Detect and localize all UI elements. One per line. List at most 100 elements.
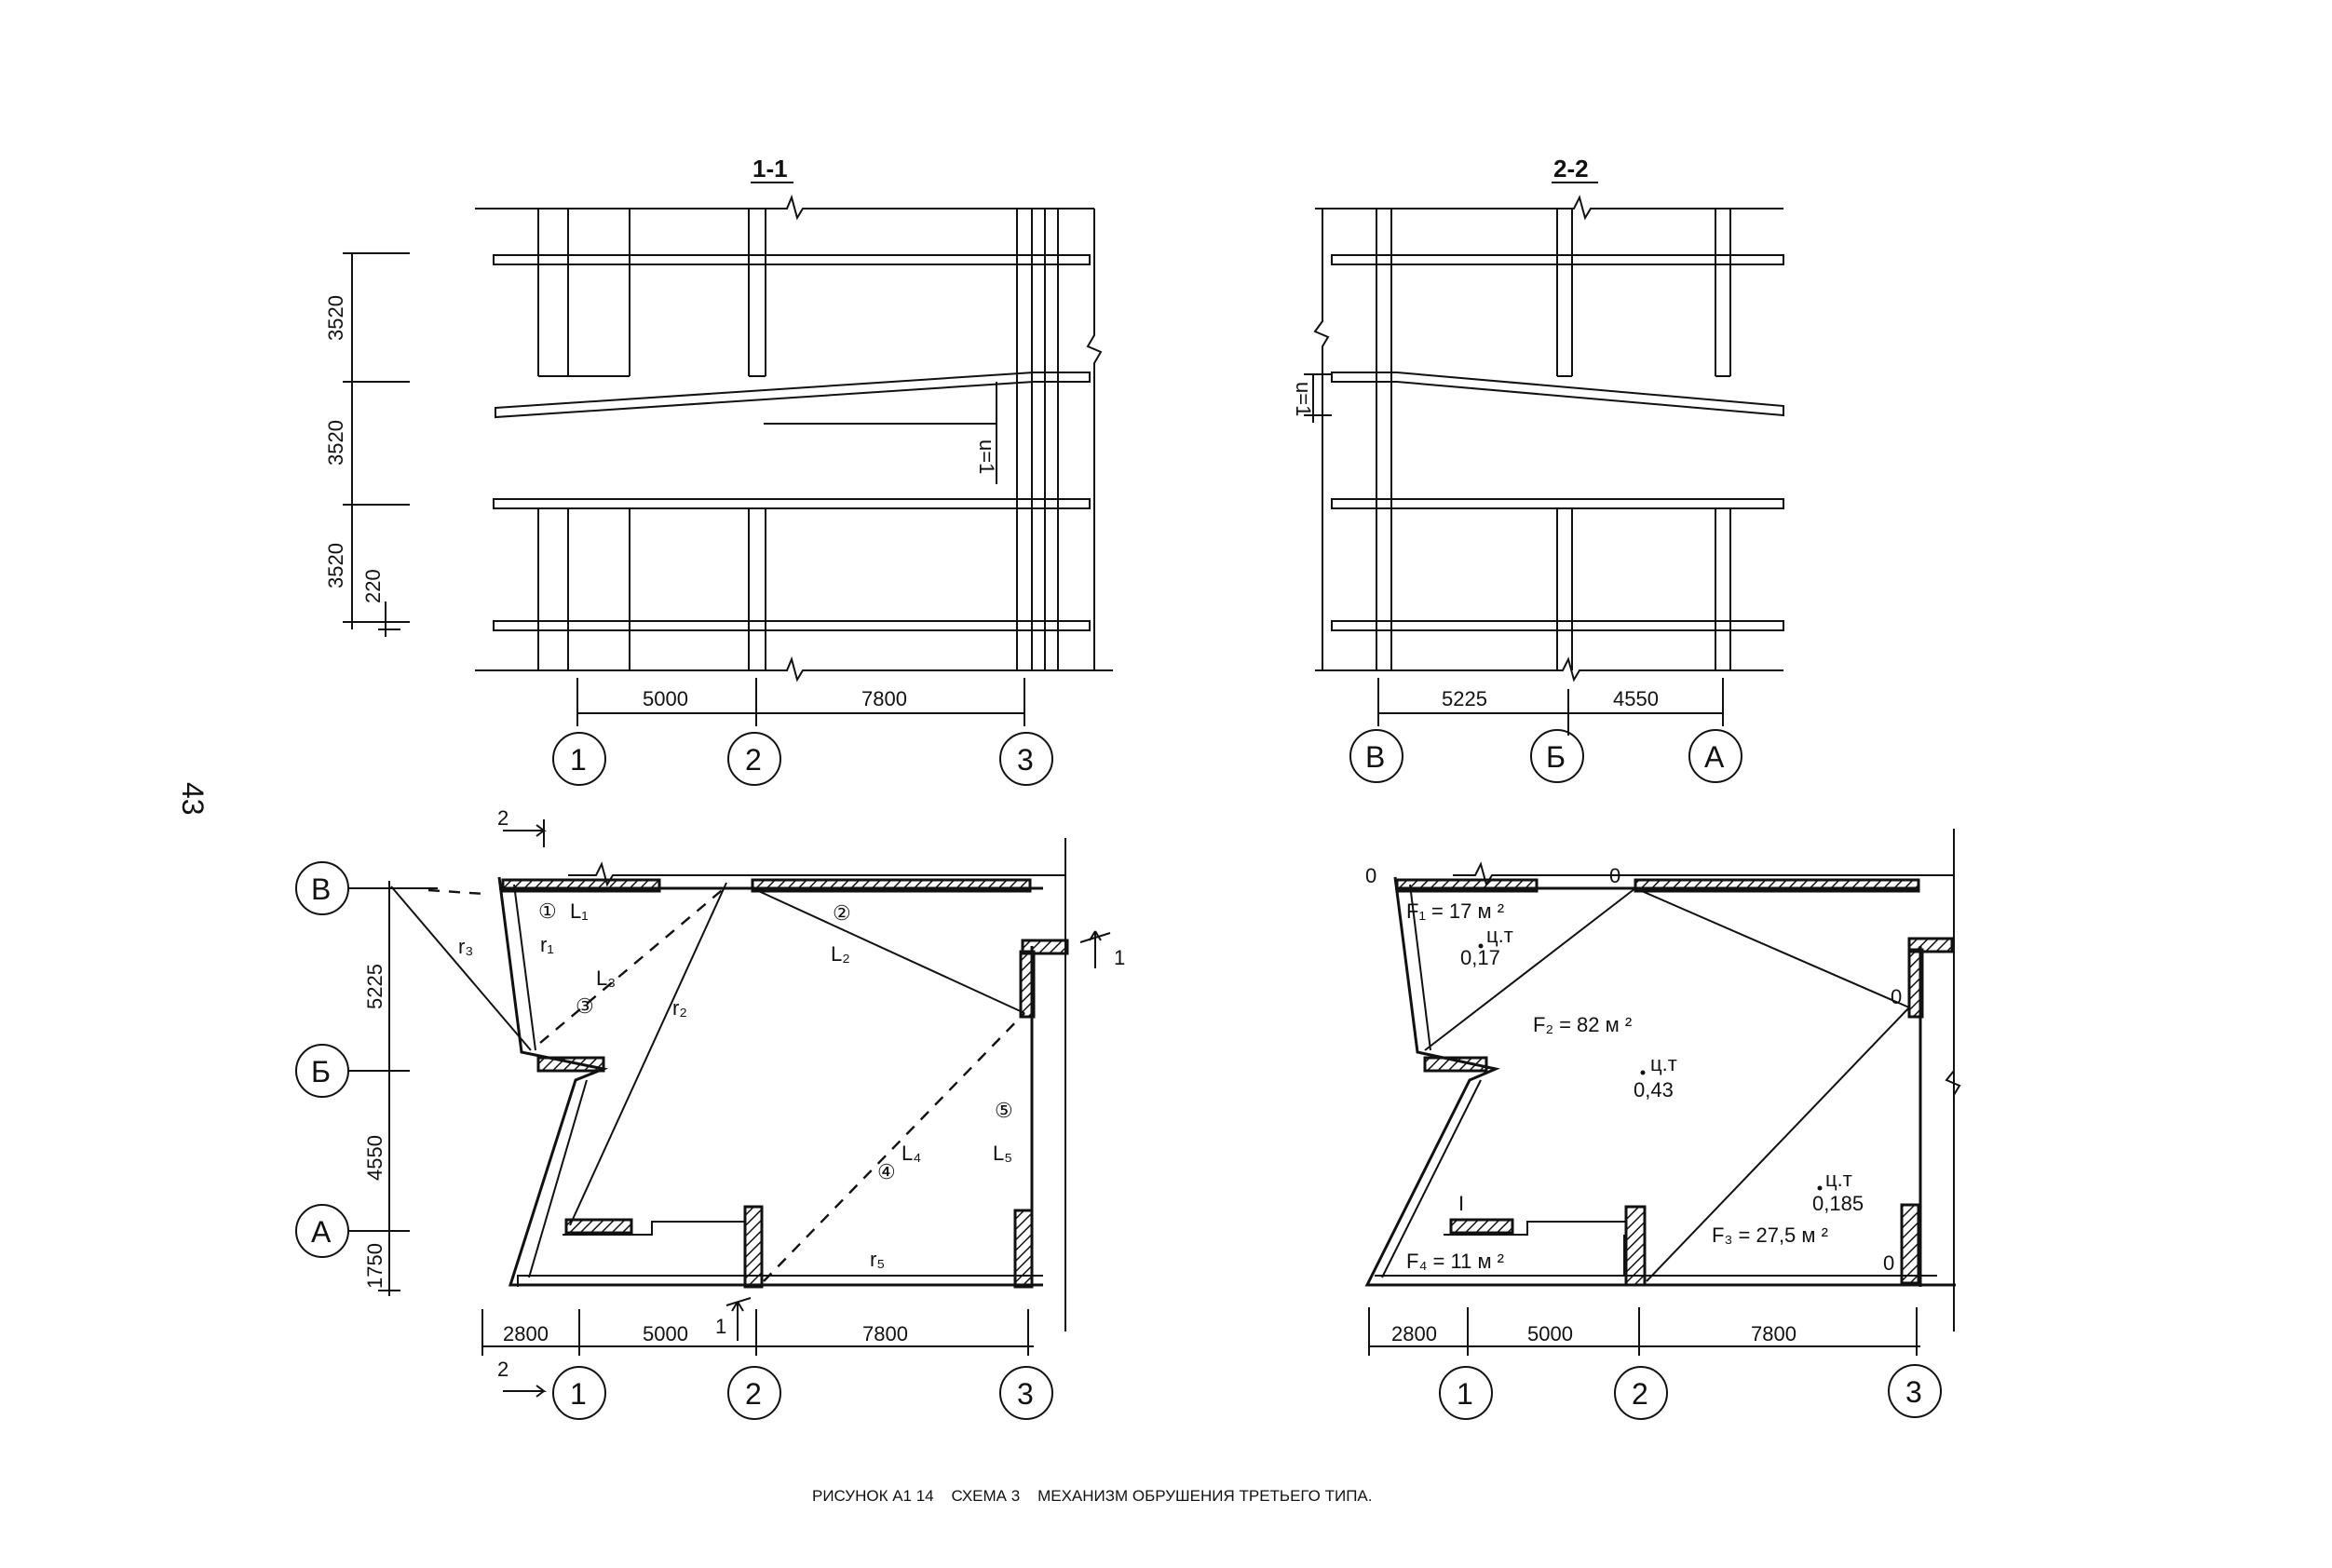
plan-right-centroid-2-dot bbox=[1640, 1070, 1646, 1075]
plan-left-row-dim-2: 4550 bbox=[363, 1135, 386, 1181]
plan-left-line-L4 bbox=[763, 1012, 1025, 1282]
plan-left-cut-1-bottom-tick bbox=[725, 1297, 752, 1306]
plan-left-top-break bbox=[568, 861, 1066, 887]
section-2-2: 2-2 u=1 bbox=[1292, 155, 1784, 783]
plan-left-row-axis-a: А bbox=[295, 1204, 349, 1258]
section-2-span-2: 4550 bbox=[1613, 687, 1659, 710]
plan-right-col-axis-3-label: 3 bbox=[1905, 1375, 1922, 1409]
plan-right-col-axis-2: 2 bbox=[1614, 1366, 1668, 1420]
plan-right-centroid-1-label: ц.т bbox=[1486, 924, 1513, 947]
section-2-columns bbox=[1376, 209, 1731, 670]
section-2-axis-v-label: В bbox=[1365, 740, 1385, 774]
plan-left-n1: ① bbox=[538, 899, 557, 923]
section-1-axis-1: 1 bbox=[552, 732, 606, 786]
figure-caption: РИСУНОК А1 14 СХЕМА 3 МЕХАНИЗМ ОБРУШЕНИЯ… bbox=[812, 1487, 1373, 1505]
plan-left-L2: L₂ bbox=[831, 942, 850, 966]
plan-right-centroid-3-label: ц.т bbox=[1825, 1168, 1852, 1191]
plan-right-centroid-1-value: 0,17 bbox=[1460, 946, 1500, 969]
section-1-bottom-break bbox=[475, 656, 1113, 683]
plan-left-slant-wall bbox=[528, 1079, 588, 1278]
page-number: 43 bbox=[176, 782, 210, 816]
plan-left-r2: r₂ bbox=[672, 996, 687, 1020]
plan-left-n5: ⑤ bbox=[995, 1099, 1013, 1122]
plan-left-L4: L₄ bbox=[902, 1142, 921, 1165]
plan-right-centroid-2-value: 0,43 bbox=[1634, 1078, 1674, 1102]
section-2-top-break bbox=[1315, 195, 1783, 221]
plan-right-col-axis-1: 1 bbox=[1439, 1366, 1493, 1420]
plan-left-L1: L₁ bbox=[570, 899, 589, 923]
section-2-axis-b: Б bbox=[1530, 729, 1584, 783]
section-1-slabs bbox=[493, 254, 1091, 631]
section-1-height-dims bbox=[343, 252, 410, 637]
section-2-axis-a-label: А bbox=[1704, 740, 1725, 774]
plan-left-col-dim-3: 7800 bbox=[862, 1322, 908, 1345]
section-1-height-3: 3520 bbox=[324, 543, 347, 588]
plan-right-col-dim-1: 2800 bbox=[1391, 1322, 1437, 1345]
plan-left-col-axis-2: 2 bbox=[727, 1366, 781, 1420]
plan-left-bottom-wall-inner bbox=[517, 1275, 1043, 1287]
plan-left-line-r3 bbox=[390, 885, 532, 1051]
plan-left-cut-2-top-arrow bbox=[503, 824, 547, 837]
plan-left-line-r2 bbox=[569, 882, 727, 1226]
section-2-axis-v: В bbox=[1349, 729, 1403, 783]
plan-left-col-axis-2-label: 2 bbox=[745, 1377, 762, 1411]
plan-left-row-axis-a-label: А bbox=[311, 1215, 332, 1249]
plan-left-cut-1-bottom: 1 bbox=[715, 1315, 726, 1338]
plan-left-col-axis-3-label: 3 bbox=[1017, 1377, 1034, 1411]
plan-left-cut-2-bottom: 2 bbox=[497, 1358, 508, 1381]
plan-right-col-axis-1-label: 1 bbox=[1457, 1377, 1473, 1411]
plan-left-row-axis-v: В bbox=[295, 861, 349, 915]
plan-right-line-3 bbox=[1646, 1007, 1910, 1282]
plan-right-top-break bbox=[1453, 861, 1954, 887]
section-1-axis-3-label: 3 bbox=[1017, 743, 1034, 777]
section-1-span-2: 7800 bbox=[861, 687, 907, 710]
plan-right: 0 0 0 0 I F₁ = 17 м ² F₂ = 82 м ² F₃ = 2… bbox=[1364, 829, 1961, 1420]
plan-right-right-break bbox=[1945, 1070, 1961, 1096]
plan-right-col-axis-2-label: 2 bbox=[1632, 1377, 1648, 1411]
section-1-height-1: 3520 bbox=[324, 295, 347, 341]
plan-left-col-dim-1: 2800 bbox=[503, 1322, 549, 1345]
plan-right-centroid-3-dot bbox=[1817, 1185, 1823, 1191]
plan-right-outline-outer bbox=[1364, 876, 1956, 1287]
plan-left-cut-1-right: 1 bbox=[1114, 946, 1125, 969]
plan-left-cut-1-right-tick bbox=[1079, 932, 1111, 943]
plan-right-area-F1: F₁ = 17 м ² bbox=[1406, 899, 1504, 923]
plan-right-col-dim-2: 5000 bbox=[1527, 1322, 1573, 1345]
section-1-span-1: 5000 bbox=[643, 687, 688, 710]
section-2-bottom-break bbox=[1315, 656, 1783, 683]
plan-left-col-dim-2: 5000 bbox=[643, 1322, 688, 1345]
plan-left-cut-1-bottom-arrow bbox=[731, 1301, 744, 1341]
section-1-height-2: 3520 bbox=[324, 420, 347, 466]
plan-right-bottom-inner-wall bbox=[1444, 1221, 1626, 1236]
plan-left-row-dims bbox=[378, 881, 400, 1296]
section-2-axis-a: А bbox=[1688, 729, 1742, 783]
plan-left: В Б А 5225 4550 1750 bbox=[295, 806, 1125, 1420]
plan-right-zero-4: 0 bbox=[1883, 1251, 1894, 1275]
plan-right-wall-inner bbox=[1409, 884, 1431, 1051]
plan-right-centroid-3-value: 0,185 bbox=[1812, 1192, 1864, 1215]
section-2-span-dims bbox=[1377, 678, 1724, 736]
plan-left-line-dash-short bbox=[427, 888, 485, 896]
section-1-height-4: 220 bbox=[361, 569, 385, 603]
plan-left-r3: r₃ bbox=[458, 935, 473, 958]
plan-left-outline-outer bbox=[497, 876, 1043, 1287]
plan-right-zero-2: 0 bbox=[1609, 864, 1620, 887]
plan-left-col-axis-3: 3 bbox=[999, 1366, 1053, 1420]
plan-right-area-F4: F₄ = 11 м ² bbox=[1406, 1250, 1504, 1273]
section-1-axis-2: 2 bbox=[727, 732, 781, 786]
section-1-title: 1-1 bbox=[752, 155, 788, 182]
section-1-axis-3: 3 bbox=[999, 732, 1053, 786]
plan-left-L5: L₅ bbox=[993, 1142, 1012, 1165]
section-1-axis-2-label: 2 bbox=[745, 743, 762, 777]
plan-right-zero-1: 0 bbox=[1365, 864, 1376, 887]
section-1-axis-1-label: 1 bbox=[570, 743, 587, 777]
plan-right-col-dims bbox=[1368, 1307, 1920, 1356]
plan-left-row-dim-1: 5225 bbox=[363, 964, 386, 1009]
plan-right-col-dim-3: 7800 bbox=[1751, 1322, 1796, 1345]
section-1-span-dims bbox=[576, 678, 1025, 726]
section-1-1: 1-1 bbox=[324, 155, 1113, 786]
section-2-title: 2-2 bbox=[1553, 155, 1589, 182]
plan-left-row-axis-b-label: Б bbox=[311, 1055, 331, 1088]
plan-right-area-F3: F₃ = 27,5 м ² bbox=[1712, 1223, 1828, 1247]
